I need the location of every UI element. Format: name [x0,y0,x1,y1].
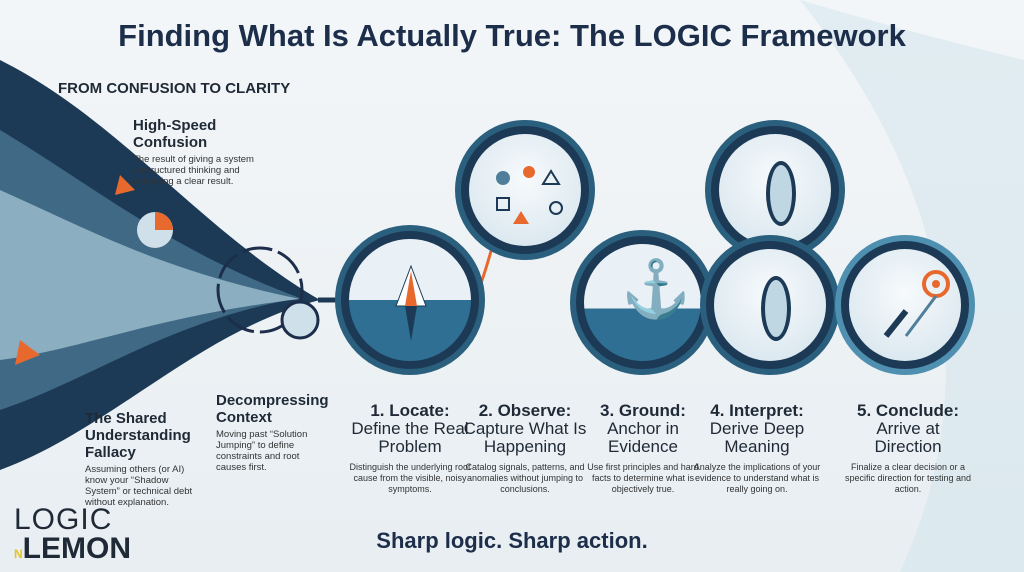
logo-line-2: LEMON [22,532,131,565]
note-heading: The Shared Understanding Fallacy [85,410,191,461]
step-subtitle: Define the Real Problem [351,419,469,456]
step-label: 4. Interpret: [710,401,804,420]
step-1-circle [335,225,485,375]
step-4-circle [700,235,840,375]
logic-lemon-logo: LOGIC NLEMON [14,505,131,568]
step-text: Finalize a clear decision or a specific … [844,462,972,494]
step-label: 1. Locate: [370,401,450,420]
lens-icon [766,161,796,226]
step-subtitle: Anchor in Evidence [607,419,679,456]
note-text: The result of giving a system unstructur… [133,154,254,187]
step-text: Use first principles and hard facts to d… [587,462,699,494]
note-text: Moving past “Solution Jumping” to define… [216,429,308,473]
note-high-speed-confusion: High-Speed Confusion The result of givin… [133,117,273,187]
step-text: Distinguish the underlying root cause fr… [349,462,471,494]
lens-icon [761,276,791,341]
step-5-circle [835,235,975,375]
step-3-circle: ⚓ [570,230,715,375]
shapes-icon [496,166,563,224]
note-decompressing-context: Decompressing Context Moving past “Solut… [216,392,329,473]
iceberg-compass-icon [395,264,427,341]
logo-line-1: LOGIC [14,503,113,536]
page-title: Finding What Is Actually True: The LOGIC… [118,18,906,53]
step-subtitle: Derive Deep Meaning [709,419,805,456]
step-2-circle [455,120,595,260]
rocket-target-icon [883,270,950,338]
step-text: Catalog signals, patterns, and anomalies… [465,462,585,494]
logo-n: N [14,547,23,561]
step-label: 3. Ground: [600,401,686,420]
note-shared-understanding: The Shared Understanding Fallacy Assumin… [85,410,195,508]
step-label: 2. Observe: [478,401,572,420]
step-text: Analyze the implications of your evidenc… [693,462,821,494]
step-subtitle: Arrive at Direction [874,419,942,456]
note-heading: High-Speed Confusion [133,117,217,151]
anchor-icon: ⚓ [621,257,691,320]
tagline: Sharp logic. Sharp action. [376,528,648,553]
note-text: Assuming others (or AI) know your “Shado… [85,464,193,508]
step-label: 5. Conclude: [856,401,959,420]
note-heading: Decompressing Context [216,392,329,426]
subtitle: FROM CONFUSION TO CLARITY [58,80,291,97]
step-subtitle: Capture What Is Happening [463,419,587,456]
